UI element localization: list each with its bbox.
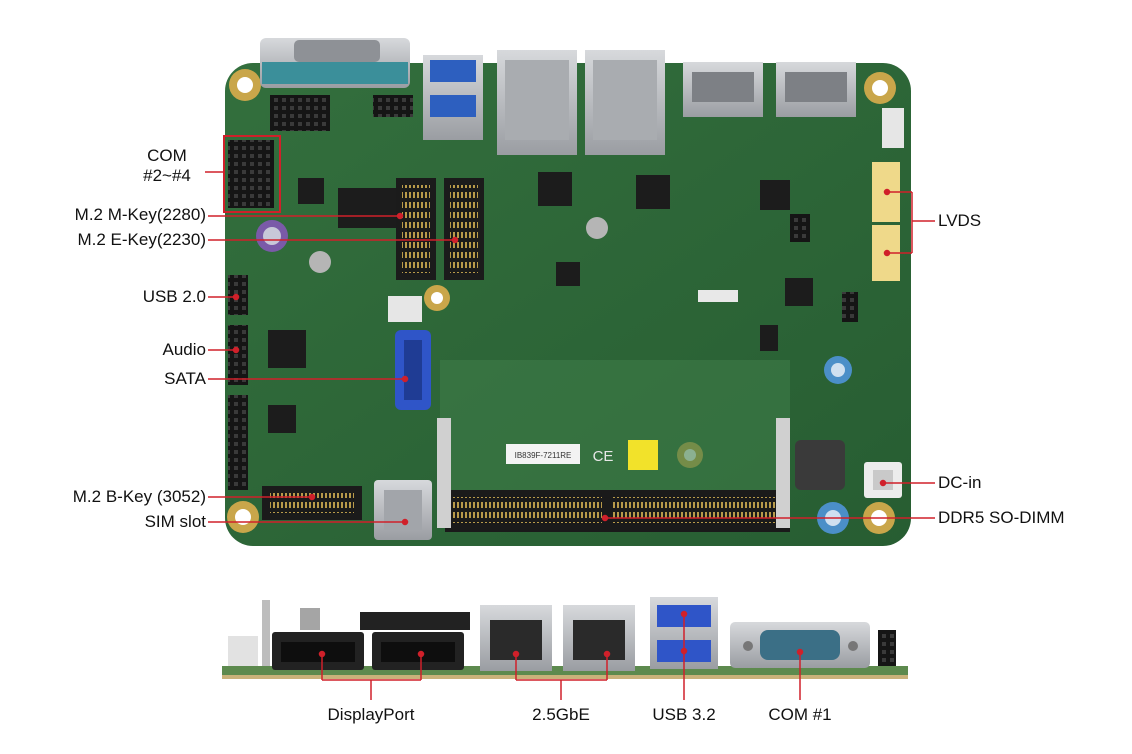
label-com1: COM #1 — [768, 705, 832, 724]
label-sata: SATA — [164, 369, 206, 388]
board-label — [506, 444, 580, 464]
callout-lines — [205, 171, 935, 526]
label-displayport: DisplayPort — [327, 705, 415, 724]
chip-marking: IB839F-7211RE — [515, 451, 572, 460]
capacitors — [256, 217, 852, 534]
rear-io-top — [260, 38, 856, 155]
label-usb20: USB 2.0 — [142, 287, 206, 306]
m2-slots — [262, 178, 484, 520]
label-m2-m-key: M.2 M-Key(2280) — [74, 205, 206, 224]
label-dc-in: DC-in — [938, 473, 982, 492]
label-usb32: USB 3.2 — [652, 705, 716, 724]
warning-label — [628, 440, 658, 470]
audio-header — [228, 325, 248, 385]
label-audio: Audio — [162, 340, 206, 359]
ce-mark: CE — [593, 448, 614, 465]
label-lvds: LVDS — [938, 211, 982, 230]
top-board: IB839F-7211RE CE — [223, 38, 911, 546]
label-m2-b-key: M.2 B-Key (3052) — [72, 487, 206, 506]
pin-headers — [228, 95, 858, 490]
label-2-5gbe: 2.5GbE — [532, 705, 590, 724]
com-highlight-box — [223, 135, 281, 213]
label-m2-e-key: M.2 E-Key(2230) — [77, 230, 207, 249]
side-view-board — [222, 597, 908, 679]
sodimm-area — [440, 360, 790, 490]
com2-4-header — [228, 140, 274, 208]
bottom-callouts — [318, 610, 804, 700]
label-sim-slot: SIM slot — [144, 512, 206, 531]
label-com-line1: COM — [147, 146, 187, 165]
label-com: COM #2~#4 — [137, 146, 197, 186]
ic-chips — [268, 172, 813, 433]
label-com-line2: #2~#4 — [143, 166, 191, 185]
label-ddr5-sodimm: DDR5 SO-DIMM — [938, 508, 1065, 527]
